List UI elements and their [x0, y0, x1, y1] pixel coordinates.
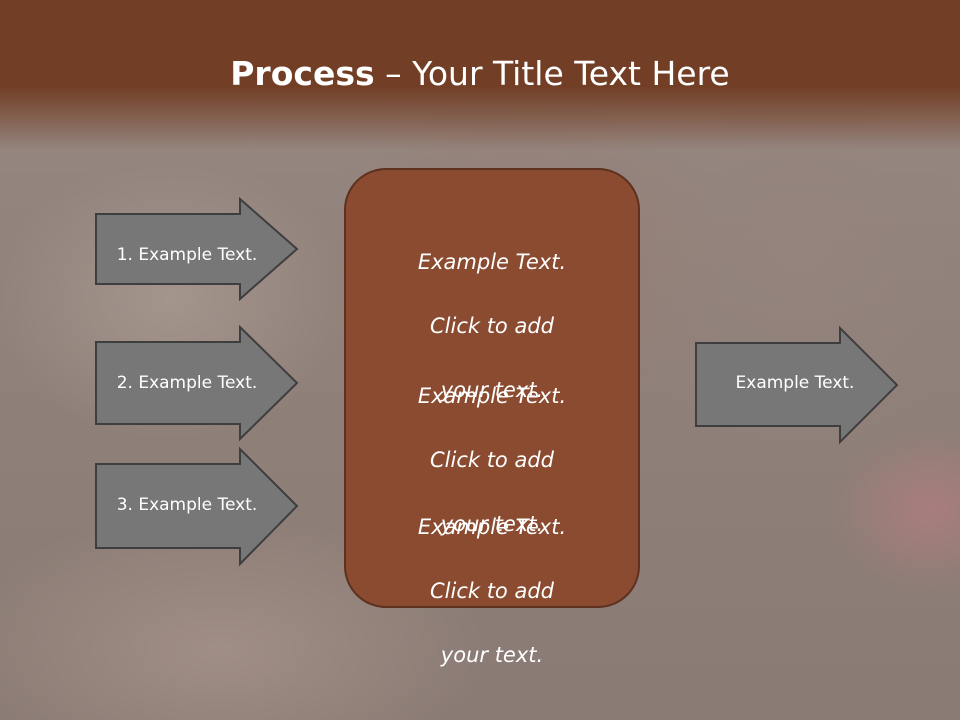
- slide-title[interactable]: Process – Your Title Text Here: [0, 52, 960, 96]
- paragraph-line: Example Text.: [417, 250, 567, 274]
- step-arrow-1[interactable]: [95, 196, 299, 302]
- paragraph-line: Click to add: [429, 579, 554, 603]
- paragraph-line: Click to add: [429, 448, 554, 472]
- step-label-3: 3. Example Text.: [116, 495, 258, 515]
- paragraph-line: your text.: [440, 643, 544, 667]
- result-arrow[interactable]: [695, 325, 899, 445]
- center-paragraph-2[interactable]: Example Text. Click to add your text.: [346, 348, 638, 572]
- center-paragraph-1[interactable]: Example Text. Click to add your text.: [346, 214, 638, 438]
- paragraph-line: your text.: [440, 512, 544, 536]
- title-rest: – Your Title Text Here: [374, 54, 730, 93]
- step-label-1: 1. Example Text.: [116, 245, 258, 265]
- center-paragraph-3[interactable]: Example Text. Click to add your text.: [346, 479, 638, 703]
- center-text-box[interactable]: Example Text. Click to add your text. Ex…: [344, 168, 640, 667]
- step-arrow-2[interactable]: [95, 324, 299, 442]
- paragraph-line: your text.: [440, 378, 544, 402]
- title-bar: [0, 0, 960, 150]
- step-arrow-3[interactable]: [95, 446, 299, 567]
- paragraph-line: Example Text.: [417, 515, 567, 539]
- paragraph-line: Click to add: [429, 314, 554, 338]
- title-bold: Process: [230, 54, 375, 93]
- result-label: Example Text.: [735, 373, 855, 393]
- step-label-2: 2. Example Text.: [116, 373, 258, 393]
- paragraph-line: Example Text.: [417, 384, 567, 408]
